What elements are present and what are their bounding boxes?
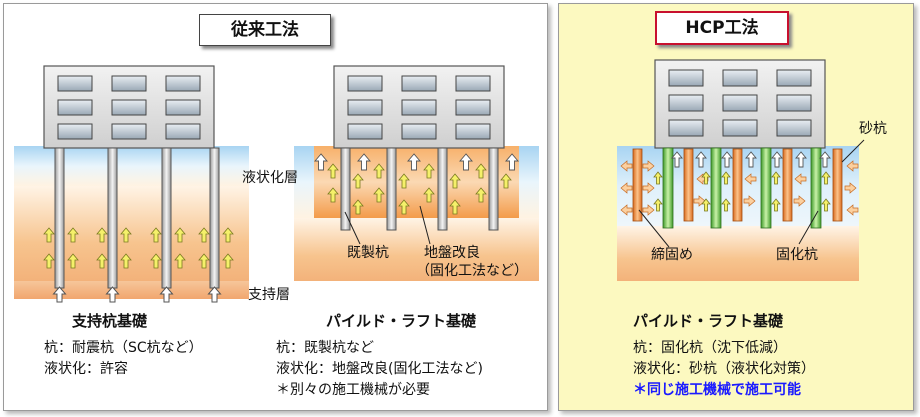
- ground-improvement-sublabel: （固化工法など）: [416, 263, 528, 279]
- hcp-method-title: HCP工法: [655, 11, 789, 45]
- conventional-diagram: [14, 65, 539, 303]
- hcp-desc-liquefaction: 液状化：砂杭（液状化対策）: [633, 361, 815, 377]
- piled-raft-caption: パイルド・ラフト基礎: [326, 312, 477, 330]
- bearing-layer-label: 支持層: [248, 287, 290, 303]
- existing-pile-label: 既製杭: [347, 245, 389, 261]
- solidified-pile-label: 固化杭: [776, 247, 818, 263]
- sand-pile-label: 砂杭: [859, 121, 887, 137]
- support-pile-caption: 支持杭基礎: [72, 312, 148, 330]
- sand-piles: [632, 148, 843, 222]
- raft-arrows-hcp: [671, 151, 831, 168]
- sand-layer-hcp: [617, 226, 859, 281]
- building-hcp-windows: [668, 69, 812, 137]
- building-windows: [57, 75, 201, 140]
- friction-arrows-hcp: [653, 171, 831, 212]
- conventional-method-title: 従来工法: [199, 14, 331, 46]
- compaction-arrows: [620, 160, 859, 216]
- bearing-layer: [14, 281, 249, 299]
- friction-arrows: [43, 227, 234, 269]
- bearing-arrows: [52, 286, 222, 303]
- ground-improvement-label: 地盤改良: [424, 245, 480, 261]
- piled-raft-diagram: [294, 65, 539, 281]
- piled-raft-desc-liquefaction: 液状化：地盤改良(固化工法など): [276, 361, 483, 377]
- solidified-piles: [662, 147, 822, 229]
- building-2-windows: [347, 75, 491, 140]
- support-pile-desc-liquefaction: 液状化：許容: [44, 361, 128, 377]
- leader-lines: [344, 205, 431, 245]
- support-pile-diagram: [14, 65, 249, 303]
- hcp-method-panel: HCP工法: [558, 3, 914, 411]
- hcp-desc-note: ＊同じ施工機械で施工可能: [633, 382, 801, 398]
- piled-raft-desc-pile: 杭：既製杭など: [276, 340, 374, 356]
- compaction-label: 締固め: [651, 247, 693, 263]
- hcp-piled-raft-caption: パイルド・ラフト基礎: [633, 312, 784, 330]
- hcp-desc-pile: 杭：固化杭（沈下低減）: [633, 340, 787, 356]
- hcp-diagram: [617, 59, 865, 281]
- raft-arrows: [314, 153, 519, 171]
- support-pile-desc-pile: 杭：耐震杭（SC杭など）: [44, 340, 203, 356]
- conventional-method-panel: 従来工法: [3, 3, 548, 411]
- existing-piles: [340, 147, 499, 231]
- piled-raft-desc-note: ＊別々の施工機械が必要: [276, 382, 430, 398]
- liquefaction-layer-label: 液状化層: [242, 170, 298, 186]
- friction-arrows-2: [327, 163, 512, 215]
- leader-lines-hcp: [638, 139, 865, 248]
